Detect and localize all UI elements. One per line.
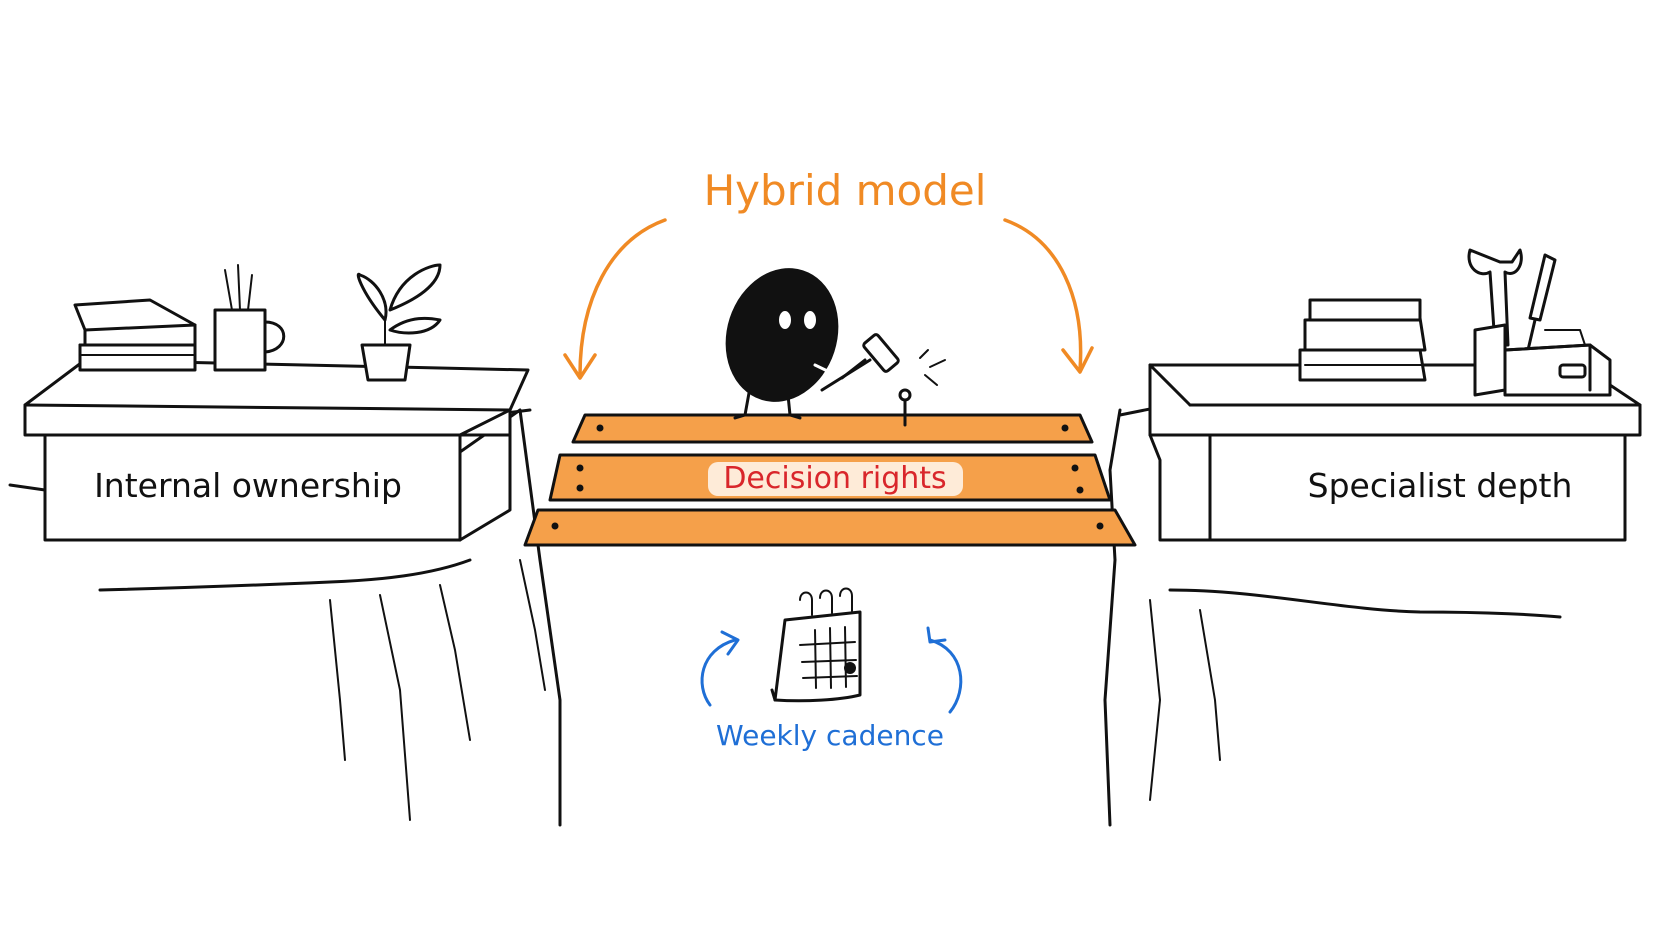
- left-desk: [23, 358, 530, 542]
- bridge: Decision rights: [523, 388, 1137, 547]
- right-cliff: [1103, 403, 1562, 827]
- bridge-plank-bottom: [523, 508, 1137, 547]
- calendar-icon: [770, 587, 862, 703]
- hybrid-model-arrows: [563, 218, 1094, 380]
- right-desk: [1148, 363, 1642, 542]
- left-desk-label: Internal ownership: [94, 466, 402, 505]
- books-stack-icon: [1298, 298, 1427, 382]
- title: Hybrid model: [704, 166, 987, 215]
- screwdriver-icon: [1526, 253, 1557, 352]
- books-stack-icon: [73, 298, 197, 372]
- bridge-label: Decision rights: [723, 461, 946, 496]
- cadence-label: Weekly cadence: [716, 719, 944, 752]
- cadence-arrows: [700, 626, 963, 714]
- wrench-icon: [1467, 248, 1523, 347]
- toolbox-icon: [1473, 323, 1612, 397]
- right-desk-label: Specialist depth: [1308, 466, 1573, 505]
- potted-plant-icon: [356, 263, 442, 382]
- character-with-hammer-icon: [725, 268, 946, 420]
- bridge-plank-top: [571, 413, 1094, 444]
- pencil-mug-icon: [213, 264, 286, 372]
